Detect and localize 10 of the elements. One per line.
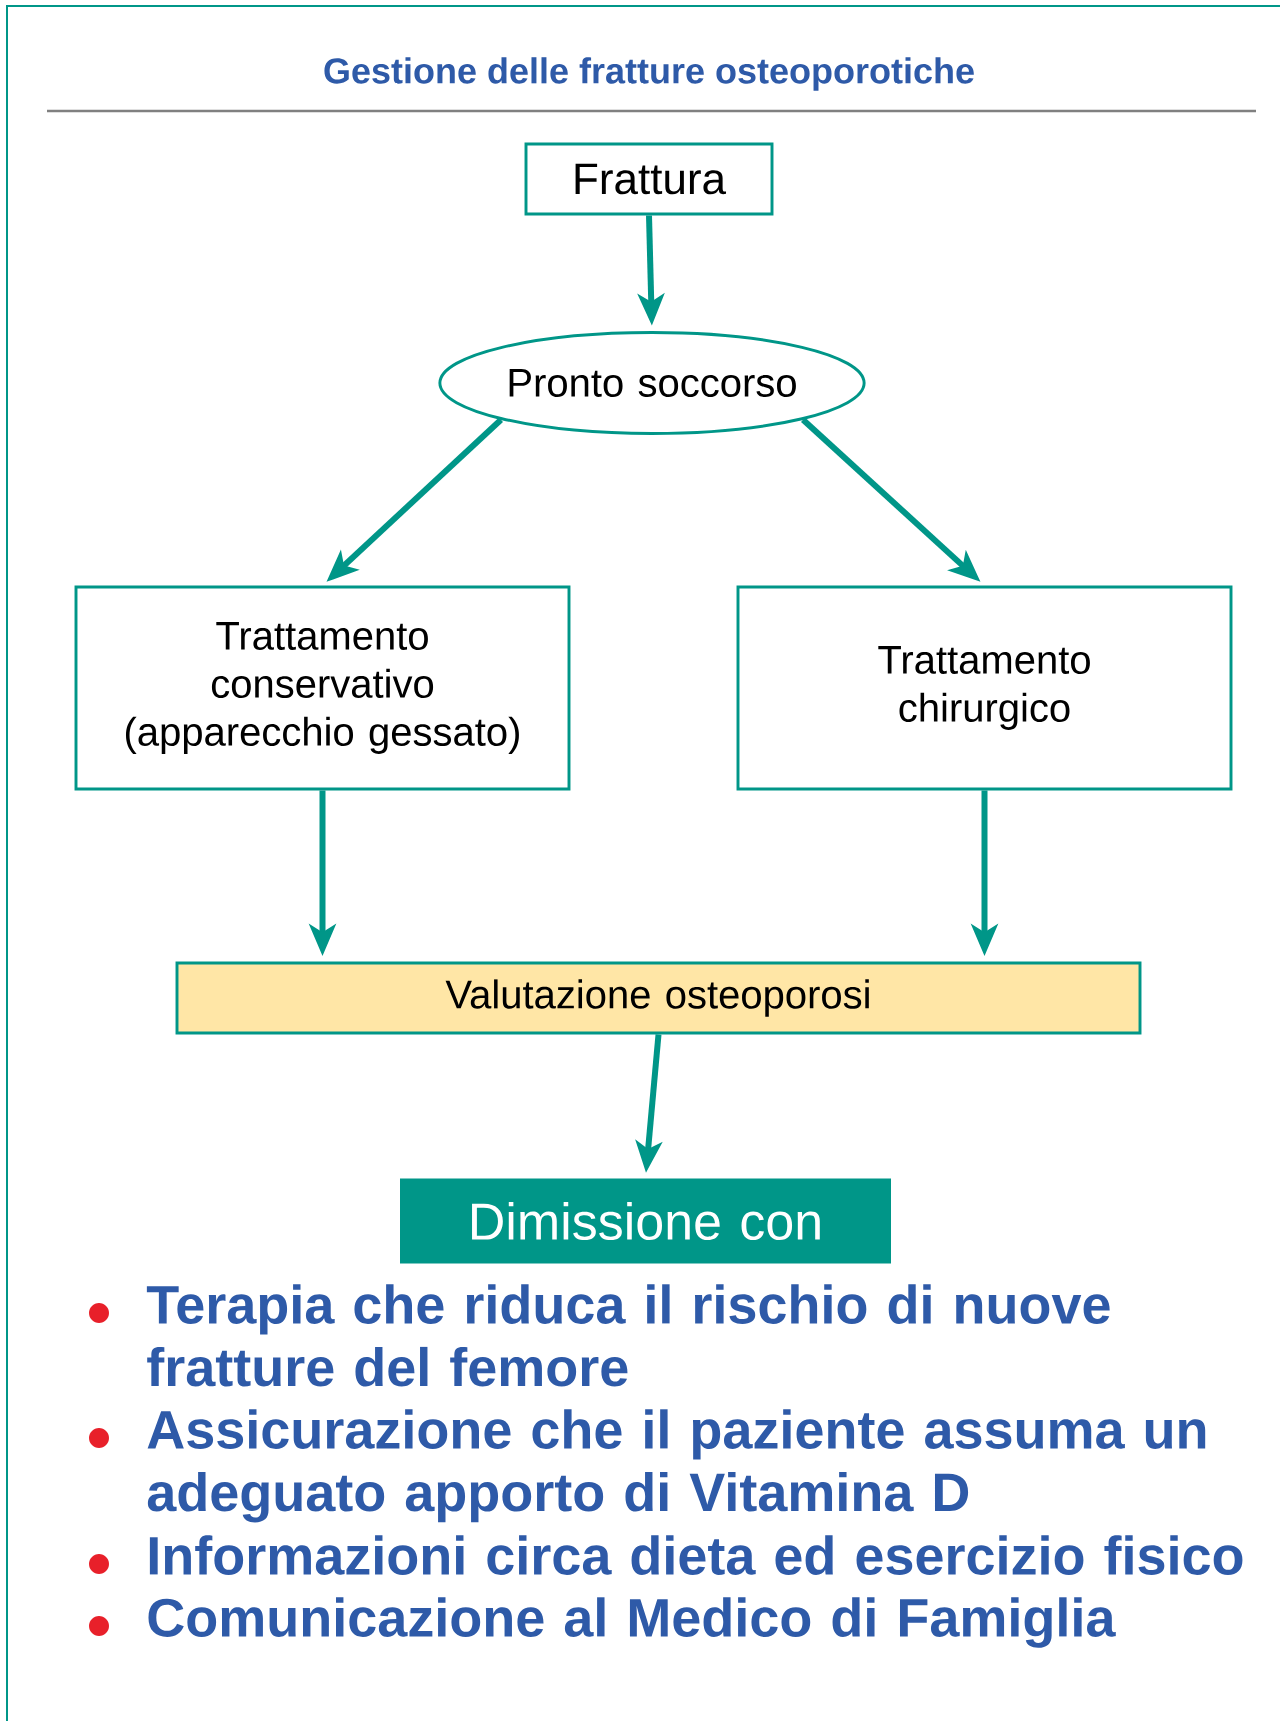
- bullet-text: Terapia che riduca il rischio di nuove fratture del femore: [146, 1284, 1110, 1387]
- bullet-text: Informazioni circa dieta ed esercizio fisico: [149, 1535, 1243, 1575]
- process-box: Trattamento conservativo (apparecchio gessato): [74, 585, 571, 791]
- title: Gestione delle fratture osteoporotiche: [324, 57, 974, 91]
- process-box: Valutazione osteoporosi: [175, 961, 1142, 1035]
- process-box: Trattamento chirurgico: [736, 585, 1233, 791]
- bullet-text: Comunicazione al Medico di Famiglia: [148, 1597, 1116, 1648]
- bullet-text: Assicurazione che il paziente assuma un adeguato apporto di Vitamina D: [147, 1409, 1206, 1523]
- result-banner: Dimissione con: [400, 1178, 891, 1264]
- start-box: Frattura: [524, 142, 774, 216]
